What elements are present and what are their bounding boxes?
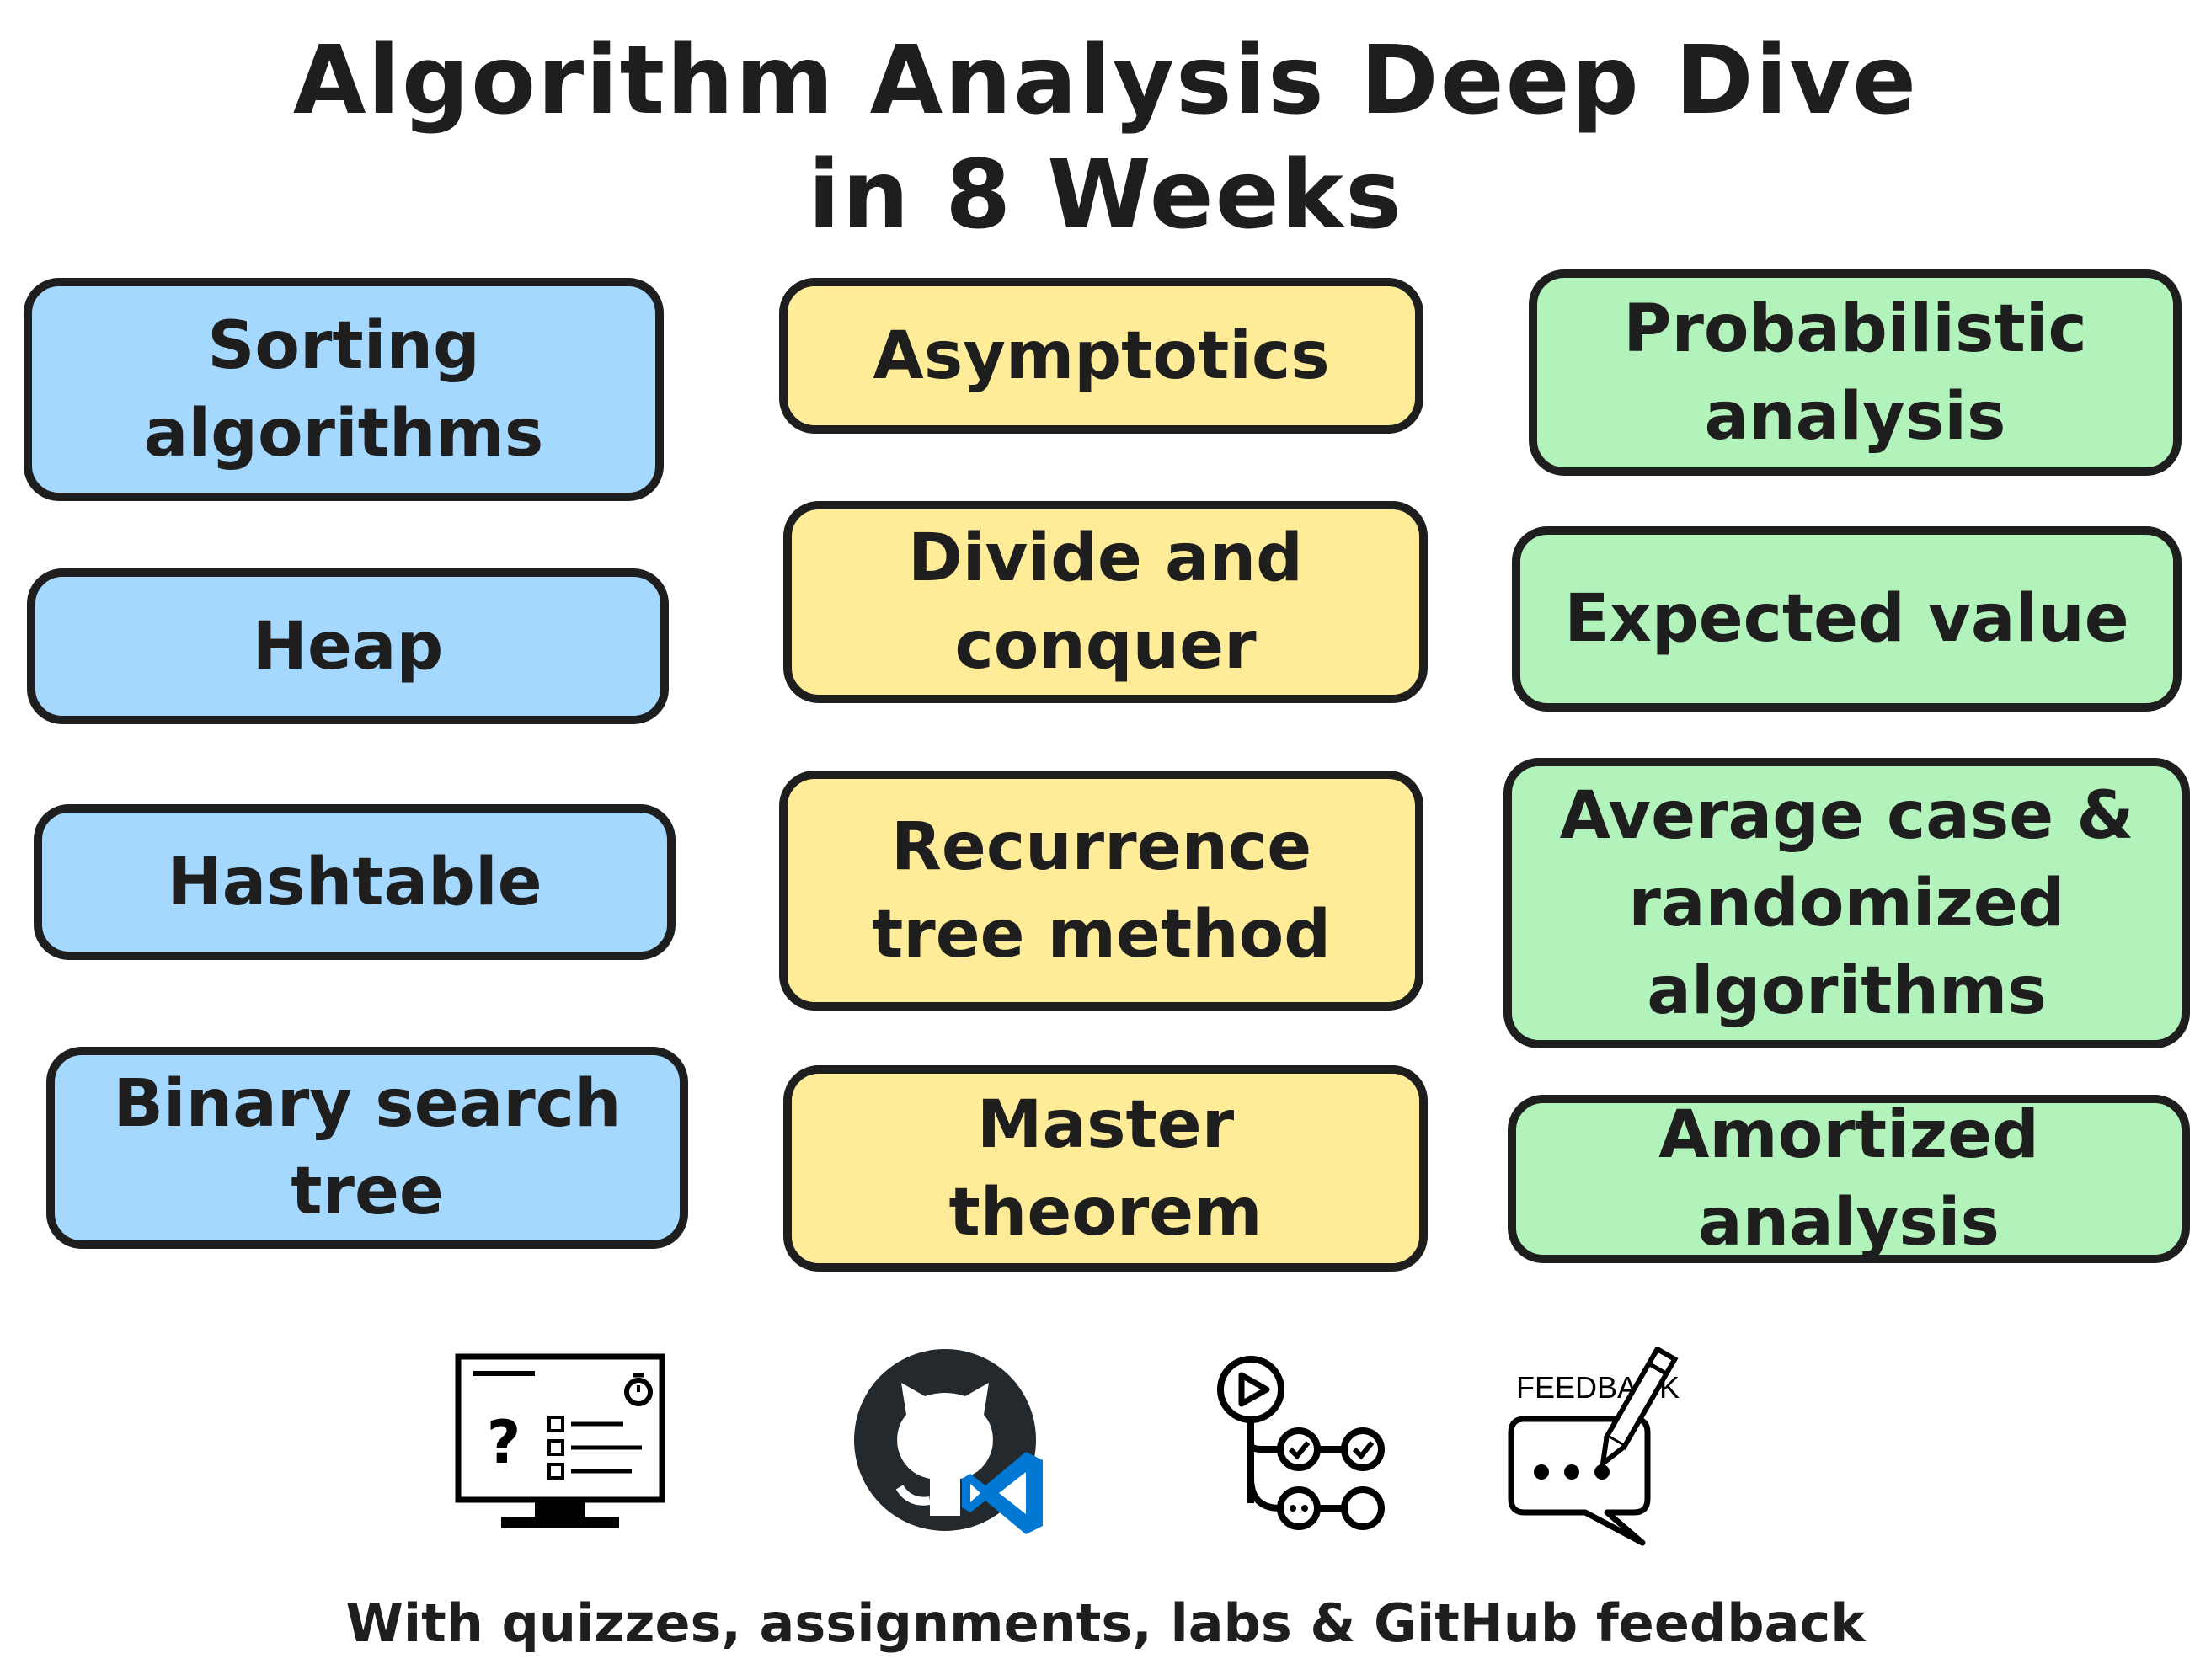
topic-label: Sorting algorithms	[143, 307, 544, 472]
topic-box-probabilistic: Probabilistic analysis	[1529, 269, 2182, 476]
topic-label: Divide and conquer	[908, 520, 1303, 684]
topic-box-asymptotics: Asymptotics	[779, 278, 1423, 434]
topic-label: Master theorem	[948, 1086, 1263, 1251]
topic-label: Asymptotics	[873, 317, 1330, 394]
topic-box-bst: Binary search tree	[46, 1047, 688, 1249]
topic-box-average-case: Average case & randomized algorithms	[1503, 758, 2190, 1048]
question-mark: ?	[487, 1408, 521, 1477]
topic-box-recurrence-tree: Recurrence tree method	[779, 771, 1423, 1011]
feedback-icon: FEEDBACK	[1508, 1345, 1701, 1549]
topic-box-sorting: Sorting algorithms	[24, 278, 664, 501]
topic-label: Heap	[252, 608, 444, 685]
topic-label: Recurrence tree method	[871, 808, 1332, 973]
quiz-monitor-icon: ?	[455, 1352, 665, 1537]
footer-caption: With quizzes, assignments, labs & GitHub…	[345, 1592, 1866, 1654]
topic-box-heap: Heap	[27, 568, 669, 724]
topic-label: Binary search tree	[113, 1066, 622, 1229]
topic-label: Amortized analysis	[1658, 1097, 2039, 1261]
topic-box-divide-conquer: Divide and conquer	[783, 501, 1428, 703]
page-title: Algorithm Analysis Deep Dive in 8 Weeks	[0, 24, 2211, 253]
title-line-1: Algorithm Analysis Deep Dive	[292, 26, 1919, 136]
topic-box-expected-value: Expected value	[1512, 526, 2182, 712]
topic-box-amortized: Amortized analysis	[1508, 1095, 2190, 1263]
workflow-icon	[1213, 1352, 1398, 1537]
topic-label: Probabilistic analysis	[1623, 291, 2087, 455]
topic-label: Hashtable	[167, 844, 542, 920]
topic-label: Average case & randomized algorithms	[1559, 777, 2134, 1029]
topic-box-master-theorem: Master theorem	[783, 1065, 1428, 1272]
title-line-2: in 8 Weeks	[808, 141, 1403, 250]
github-vscode-icon	[851, 1347, 1053, 1541]
topic-box-hashtable: Hashtable	[34, 804, 676, 960]
topic-label: Expected value	[1564, 581, 2129, 657]
